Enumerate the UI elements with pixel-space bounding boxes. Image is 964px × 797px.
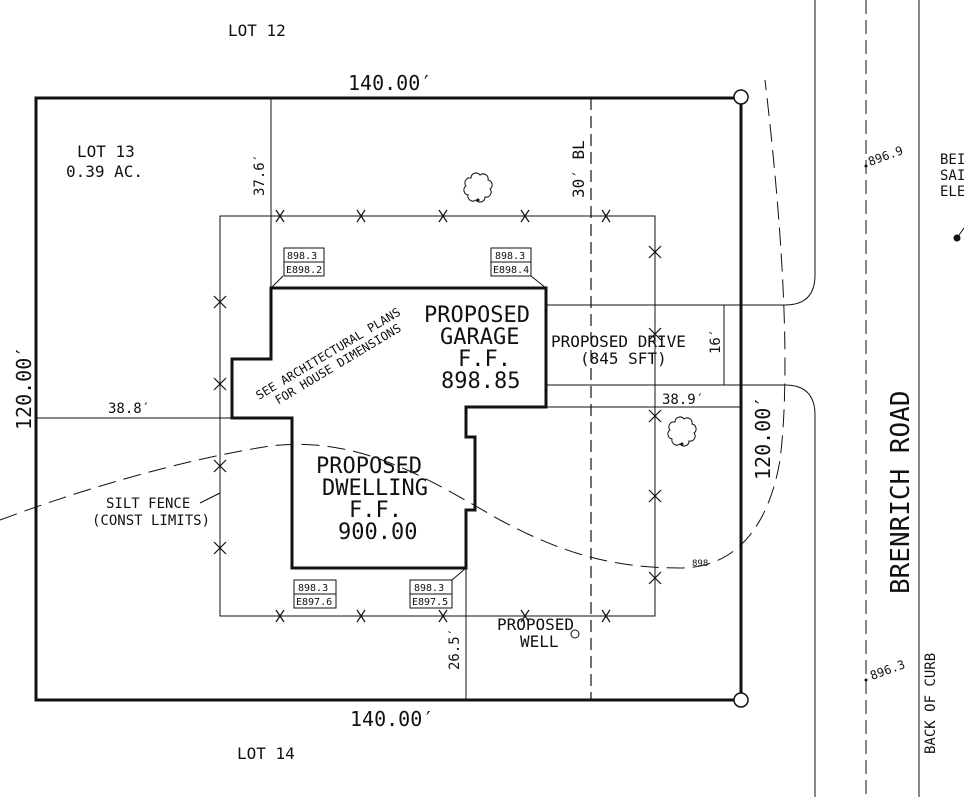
grade-box-4: 898.3 E897.5 [409, 567, 467, 609]
drive-label: PROPOSED DRIVE [551, 332, 686, 351]
side-setback-right-dimension: 38.9′ [662, 392, 704, 408]
property-boundary [34, 96, 743, 702]
grade-4-existing: E897.5 [412, 597, 448, 608]
grade-4-proposed: 898.3 [414, 583, 444, 594]
property-corner-ne [733, 89, 749, 105]
spot-elevation-bottom: 896.3 [868, 657, 907, 683]
road-name: BRENRICH ROAD [886, 391, 916, 595]
back-of-curb-label: BACK OF CURB [923, 653, 939, 754]
rear-setback-dimension: 26.5′ [447, 628, 463, 670]
dwelling-label-2: DWELLING [322, 476, 428, 501]
drive-area-label: (845 SFT) [580, 349, 667, 368]
dwelling-elevation: 900.00 [338, 520, 417, 545]
garage-label: PROPOSED [424, 303, 530, 328]
silt-fence-sublabel: (CONST LIMITS) [92, 513, 210, 529]
grade-box-3: 898.3 E897.6 [293, 579, 337, 609]
front-setback-dimension: 37.6′ [252, 154, 268, 196]
grade-3-existing: E897.6 [296, 597, 332, 608]
contour-898 [0, 79, 786, 569]
grade-2-proposed: 898.3 [495, 251, 525, 262]
top-width-dimension: 140.00′ [348, 71, 432, 95]
silt-fence-leader [199, 492, 221, 504]
note-line-2: FOR HOUSE DIMENSIONS [273, 321, 404, 407]
left-depth-dimension: 120.00′ [12, 346, 36, 430]
garage-label-2: GARAGE [440, 325, 519, 350]
building-footprint [230, 286, 548, 570]
tree-symbol-top [463, 172, 493, 203]
grade-box-1: 898.3 E898.2 [270, 247, 325, 289]
benchmark-label-3: ELE [940, 184, 964, 200]
driveway [546, 0, 816, 306]
grade-1-existing: E898.2 [286, 265, 322, 276]
lot-12-label: LOT 12 [228, 21, 286, 40]
grade-2-existing: E898.4 [493, 265, 529, 276]
well-symbol [570, 629, 580, 639]
right-depth-dimension: 120.00′ [751, 396, 775, 480]
drive-width-dimension: 16′ [708, 329, 724, 354]
silt-fence-label: SILT FENCE [106, 496, 190, 512]
property-corner-se [733, 692, 749, 708]
side-setback-left-dimension: 38.8′ [108, 401, 150, 417]
contour-label: 898 [692, 559, 708, 569]
benchmark-label-2: SAI [940, 168, 964, 184]
benchmark-leader [956, 227, 964, 239]
bottom-width-dimension: 140.00′ [350, 707, 434, 731]
spot-marker-bottom [864, 678, 868, 682]
well-label-2: WELL [520, 632, 559, 651]
building-line-label: 30′ BL [569, 140, 588, 198]
tree-symbol-right [667, 416, 697, 447]
lot-13-area: 0.39 AC. [66, 162, 143, 181]
spot-elevation-top: 896.9 [866, 143, 905, 169]
grade-1-proposed: 898.3 [287, 251, 317, 262]
spot-marker-top [864, 164, 868, 168]
garage-elevation: 898.85 [441, 369, 520, 394]
well-label: PROPOSED [497, 615, 574, 634]
benchmark-label-1: BEI [940, 152, 964, 168]
dwelling-label: PROPOSED [316, 454, 422, 479]
grade-box-2: 898.3 E898.4 [490, 247, 547, 289]
lot-14-label: LOT 14 [237, 744, 295, 763]
architectural-note: SEE ARCHITECTURAL PLANS FOR HOUSE DIMENS… [253, 305, 404, 407]
dwelling-ff-label: F.F. [349, 498, 402, 523]
construction-limits-fence [219, 215, 656, 617]
note-line-1: SEE ARCHITECTURAL PLANS [253, 305, 403, 403]
garage-ff-label: F.F. [458, 347, 511, 372]
grade-3-proposed: 898.3 [298, 583, 328, 594]
lot-13-label: LOT 13 [77, 142, 135, 161]
fence-x-marks [213, 209, 662, 623]
